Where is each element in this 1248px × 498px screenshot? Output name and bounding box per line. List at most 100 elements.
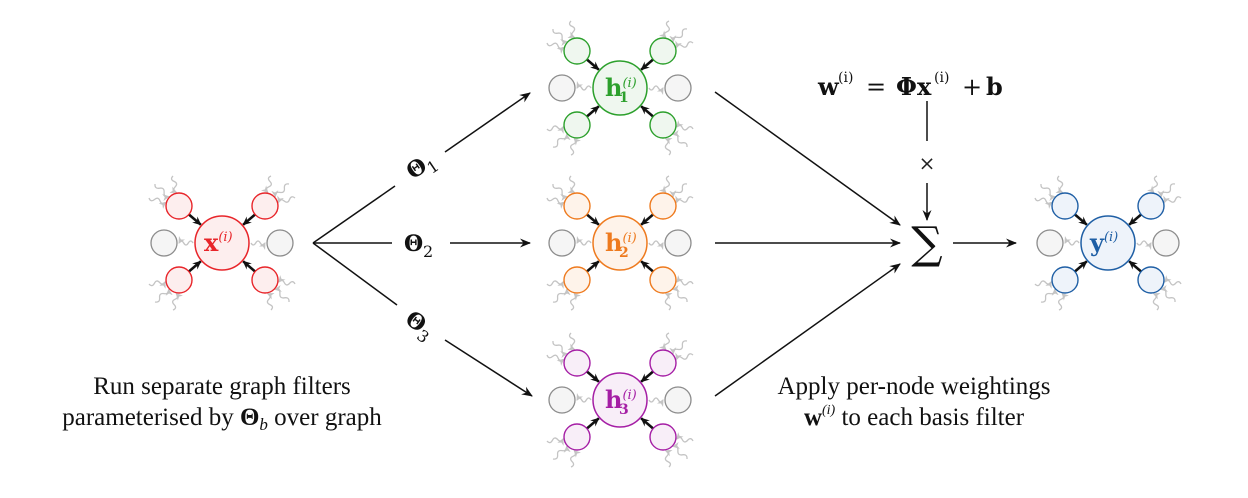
right-caption-suffix: to each basis filter [835, 404, 1024, 431]
neighbor-message-edge [1074, 213, 1088, 226]
incoming-squiggle-edge [659, 332, 670, 351]
node-symbol: h [605, 385, 622, 414]
neighbor-message-edge [188, 213, 202, 226]
left-caption-suffix: over graph [268, 404, 382, 431]
unconnected-neighbor-node [150, 229, 178, 257]
incoming-squiggle-edge [1040, 288, 1059, 303]
neighbor-node [563, 266, 591, 294]
neighbor-message-edge [586, 105, 600, 118]
incoming-squiggle-edge [576, 236, 592, 246]
incoming-squiggle-edge [552, 445, 571, 460]
node-superscript: (i) [622, 231, 636, 246]
right-caption-w-sup: (i) [822, 403, 836, 418]
edge-theta1-to-h1 [444, 92, 531, 153]
unconnected-neighbor-node [664, 229, 692, 257]
incoming-squiggle-edge [570, 137, 581, 156]
incoming-squiggle-edge [648, 240, 664, 250]
neighbor-node [1137, 192, 1165, 220]
incoming-squiggle-edge [552, 340, 568, 359]
cluster-h3: h(i)3 [546, 332, 694, 468]
left-caption-theta: Θ [240, 404, 259, 431]
filter-label-theta2: Θ 2 [404, 231, 433, 261]
incoming-squiggle-edge [570, 449, 581, 468]
incoming-squiggle-edge [1163, 195, 1182, 204]
incoming-squiggle-edge [672, 441, 688, 460]
neighbor-node [649, 192, 677, 220]
left-caption-prefix: parameterised by [62, 404, 240, 431]
incoming-squiggle-edge [675, 195, 694, 204]
neighbor-message-edge [640, 260, 654, 273]
right-caption-w: w [804, 404, 822, 431]
neighbor-node [649, 111, 677, 139]
incoming-squiggle-edge [278, 275, 296, 286]
incoming-squiggle-edge [1152, 292, 1161, 311]
edge-x-to-theta1 [312, 185, 396, 244]
incoming-squiggle-edge [552, 28, 568, 47]
incoming-squiggle-edge [1064, 236, 1080, 246]
left-caption: Run separate graph filters parameterised… [62, 373, 382, 434]
edge-x-to-theta3 [312, 242, 398, 306]
filter-label-theta1: Θ 1 [402, 153, 443, 185]
incoming-squiggle-edge [576, 393, 592, 403]
neighbor-message-edge [586, 213, 600, 226]
incoming-squiggle-edge [1160, 284, 1176, 303]
incoming-squiggle-edge [546, 125, 564, 134]
weight-w: w [817, 72, 840, 101]
incoming-squiggle-edge [664, 137, 673, 156]
incoming-squiggle-edge [664, 449, 673, 468]
incoming-squiggle-edge [567, 175, 576, 194]
neighbor-node [251, 266, 279, 294]
neighbor-message-edge [640, 105, 654, 118]
incoming-squiggle-edge [1136, 240, 1152, 250]
sum-symbol: ∑ [911, 218, 942, 269]
incoming-squiggle-edge [178, 236, 194, 246]
incoming-squiggle-edge [1055, 175, 1064, 194]
incoming-squiggle-edge [659, 20, 670, 39]
incoming-squiggle-edge [546, 354, 565, 366]
incoming-squiggle-edge [154, 288, 173, 303]
theta2-subscript: 2 [423, 242, 433, 261]
incoming-squiggle-edge [552, 183, 568, 202]
center-node-h2 [592, 215, 648, 271]
multiply-symbol: × [919, 151, 936, 175]
neighbor-message-edge [640, 370, 654, 383]
incoming-squiggle-edge [676, 120, 694, 131]
neighbor-node [649, 349, 677, 377]
node-superscript: (i) [218, 230, 232, 245]
neighbor-message-edge [586, 370, 600, 383]
node-subscript: 1 [619, 90, 629, 106]
neighbor-node [251, 192, 279, 220]
unconnected-neighbor-node [548, 74, 576, 102]
node-symbol: h [605, 228, 622, 257]
incoming-squiggle-edge [648, 85, 664, 95]
neighbor-node [165, 266, 193, 294]
node-superscript: (i) [622, 76, 636, 91]
incoming-squiggle-edge [271, 183, 290, 198]
incoming-squiggle-edge [552, 133, 571, 148]
incoming-squiggle-edge [669, 183, 688, 198]
incoming-squiggle-edge [1034, 280, 1052, 289]
node-label-output: y(i) [1089, 228, 1118, 257]
weight-b: b [986, 72, 1003, 101]
left-caption-line2: parameterised by Θb over graph [62, 404, 382, 434]
unconnected-neighbor-node [266, 229, 294, 257]
cluster-output: y(i) [1034, 175, 1182, 311]
incoming-squiggle-edge [546, 437, 564, 446]
incoming-squiggle-edge [1147, 175, 1158, 194]
node-symbol: h [605, 73, 622, 102]
incoming-squiggle-edge [277, 195, 296, 204]
node-label-h1: h(i) [605, 73, 637, 102]
incoming-squiggle-edge [1058, 292, 1069, 311]
neighbor-message-edge [242, 260, 256, 273]
incoming-squiggle-edge [570, 292, 581, 311]
incoming-squiggle-edge [169, 175, 178, 194]
incoming-squiggle-edge [154, 183, 170, 202]
incoming-squiggle-edge [675, 352, 694, 361]
incoming-squiggle-edge [148, 280, 166, 289]
neighbor-message-edge [586, 58, 600, 71]
incoming-squiggle-edge [1040, 183, 1056, 202]
weight-x-superscript: (i) [934, 70, 949, 86]
neighbor-node [563, 111, 591, 139]
center-node-input [194, 215, 250, 271]
incoming-squiggle-edge [676, 275, 694, 286]
